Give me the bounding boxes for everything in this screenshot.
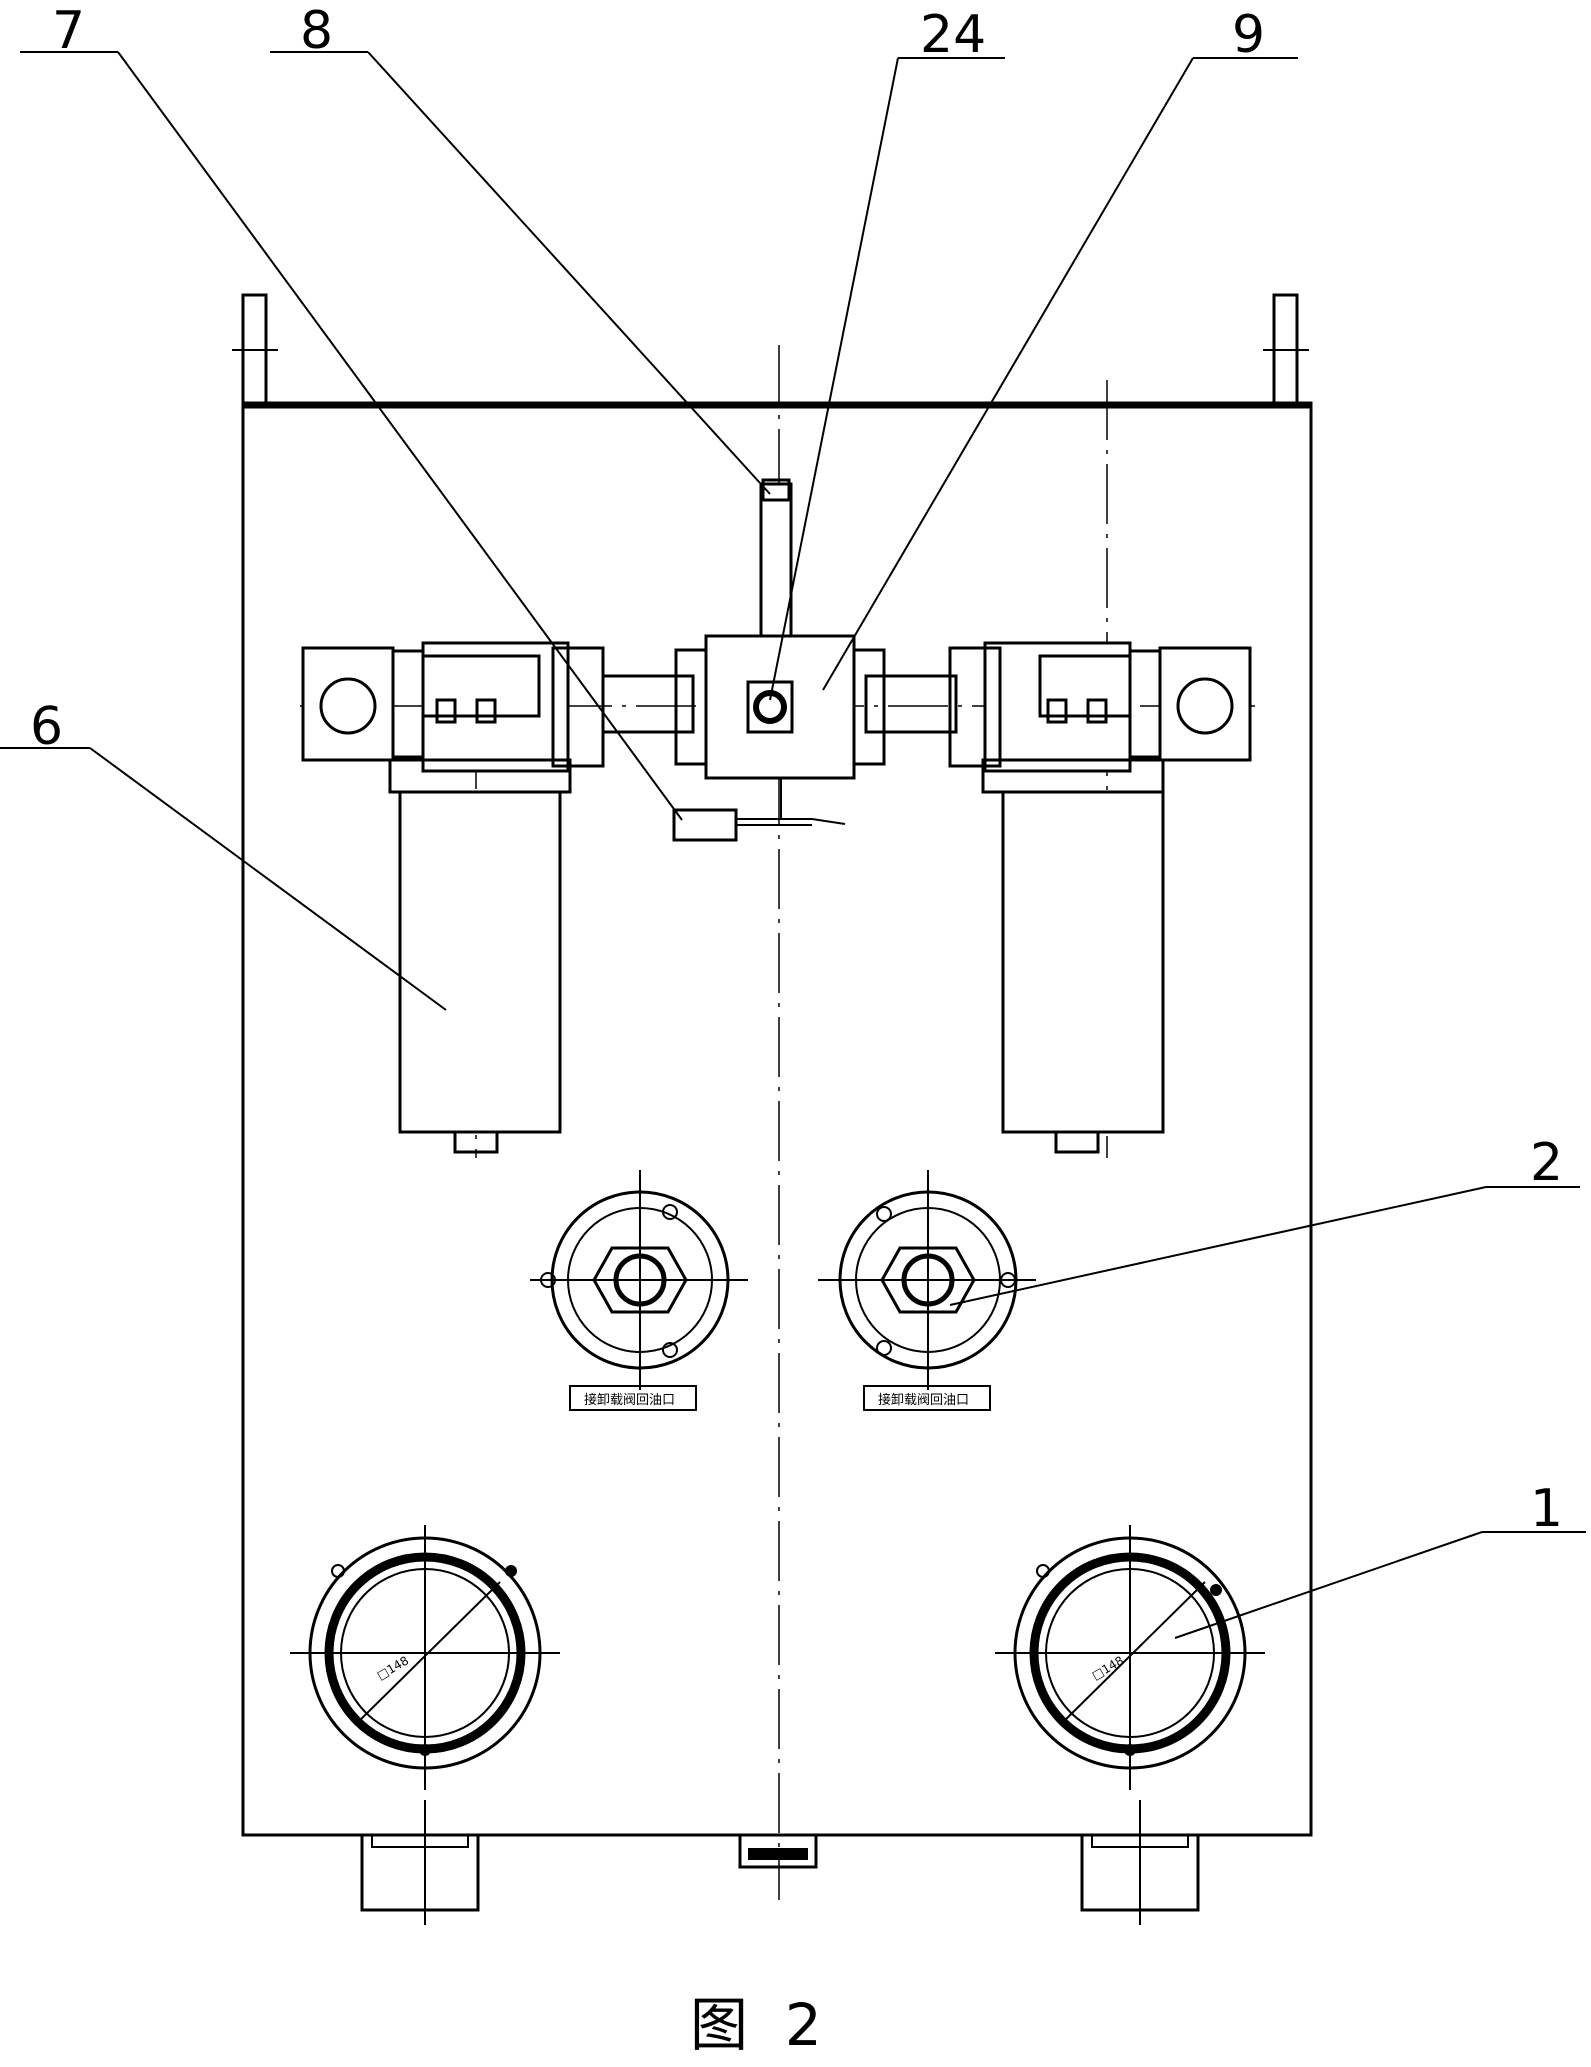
callout-7: 7 — [52, 1, 85, 61]
port-tag-left — [569, 1385, 697, 1411]
manifold — [601, 478, 958, 842]
cover-left: □148 — [290, 1525, 560, 1790]
callout-8: 8 — [300, 1, 333, 61]
port-tag-right — [863, 1385, 991, 1411]
figure-caption: 图 2 — [690, 1991, 822, 2059]
callout-1: 1 — [1530, 1479, 1563, 1539]
callout-2: 2 — [1530, 1133, 1563, 1193]
callout-6: 6 — [30, 697, 63, 757]
filter-left-6 — [301, 641, 605, 1154]
cover-right-1: □148 — [995, 1525, 1265, 1790]
valve-block-9 — [704, 634, 856, 780]
port-left: 接卸载阀回油口 — [530, 1170, 748, 1411]
callout-9: 9 — [1232, 5, 1265, 65]
dimension-left: □148 — [375, 1653, 412, 1682]
indicator-24 — [746, 680, 794, 734]
port-tag-left-text: 接卸载阀回油口 — [584, 1392, 675, 1408]
bottom-fittings — [360, 1800, 1200, 1925]
filter-right — [948, 641, 1252, 1154]
port-right-2: 接卸载阀回油口 — [818, 1170, 1036, 1411]
leader-lines — [0, 51, 1586, 1639]
pressure-switch-7 — [672, 808, 738, 842]
port-tag-right-text: 接卸载阀回油口 — [878, 1392, 969, 1408]
callout-24: 24 — [920, 5, 986, 65]
stem-8 — [759, 482, 793, 638]
